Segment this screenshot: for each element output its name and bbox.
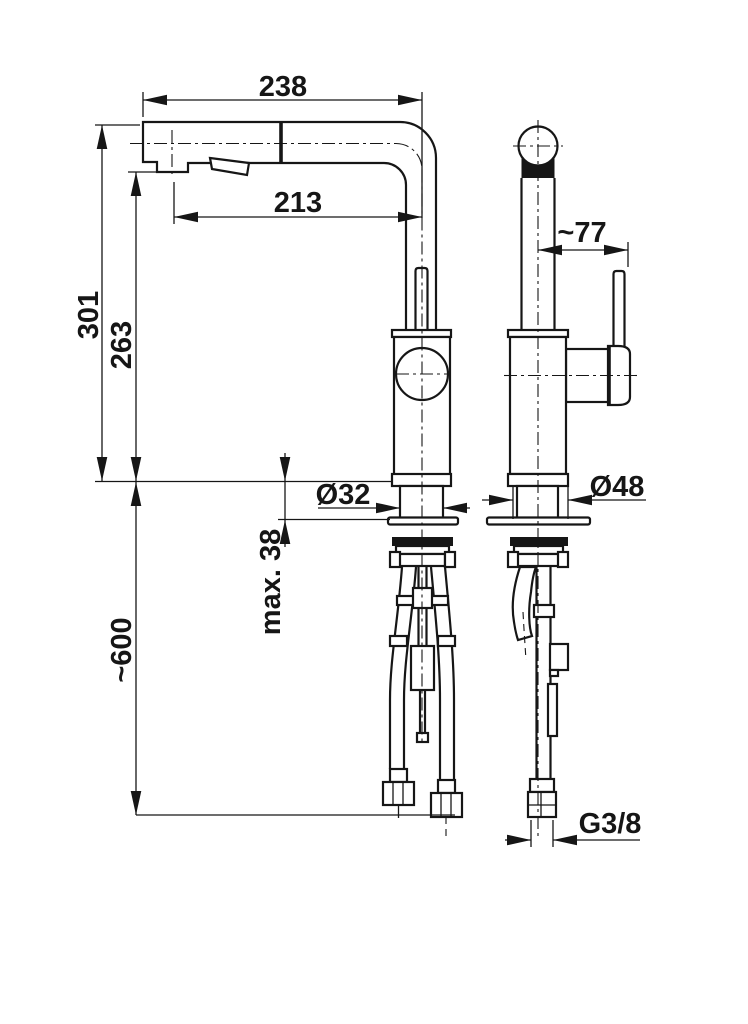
dimension-thread: G3/8	[505, 808, 641, 847]
front-nut-tab-left	[388, 550, 402, 569]
side-lever-rod	[612, 269, 626, 349]
front-view	[130, 120, 464, 837]
dimension-deck-thickness: max. 38	[255, 453, 291, 635]
side-nut-tab-left	[506, 550, 520, 569]
spout-outline	[141, 120, 438, 333]
dimension-height-overall: 301	[73, 124, 140, 481]
dimension-handle-projection: ~77	[538, 217, 629, 267]
dimension-spout-reach-overall: 238	[142, 71, 423, 218]
dim-label-77: ~77	[557, 217, 606, 249]
dimension-spout-reach-aerator: 213	[173, 182, 422, 224]
side-view	[485, 120, 638, 838]
dim-label-600: ~600	[106, 617, 138, 682]
front-hose-right	[429, 566, 464, 837]
front-nut-tab-right	[443, 550, 457, 569]
dim-label-g38: G3/8	[579, 808, 642, 840]
dim-label-o48: Ø48	[590, 471, 645, 503]
dimension-hose-length: ~600	[106, 482, 455, 816]
dim-label-301: 301	[73, 291, 105, 339]
side-hose	[526, 567, 570, 819]
dim-label-213: 213	[274, 187, 322, 219]
dimensions: 238 213 301 263	[73, 71, 646, 847]
dimension-shank-diameter: Ø32	[316, 479, 470, 514]
front-base-flange	[386, 516, 460, 526]
dimension-height-aerator: 263	[106, 171, 156, 481]
dim-label-263: 263	[106, 321, 138, 369]
side-seal-ring	[510, 537, 568, 546]
spray-button	[208, 156, 251, 177]
side-nut-tab-right	[556, 550, 570, 569]
dim-label-238: 238	[259, 71, 307, 103]
dim-label-o32: Ø32	[316, 479, 371, 511]
side-pullout-centerline	[522, 611, 527, 661]
side-pullout-hose	[511, 565, 538, 642]
side-body	[508, 335, 568, 476]
dim-label-max38: max. 38	[255, 529, 287, 635]
front-hose-left	[381, 566, 418, 818]
dimension-body-diameter: Ø48	[482, 471, 646, 519]
